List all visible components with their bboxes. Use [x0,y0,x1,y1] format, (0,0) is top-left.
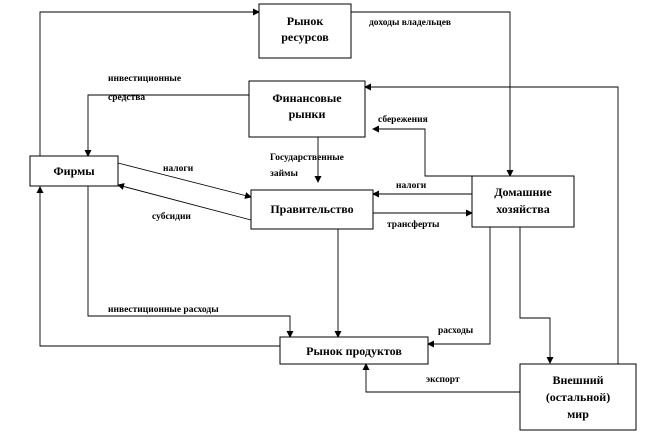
wire-resource-market-to-households [351,11,514,177]
label-expenditures: расходы [438,326,474,336]
node-product-market: Рынок продуктов [279,336,429,365]
label-subsidies: субсидии [152,211,191,222]
node-rest-of-world: Внешний (остальной) мир [519,363,637,431]
wire-households-to-financial [372,125,472,177]
node-rest-of-world-line-3: мир [567,407,589,421]
node-financial-markets-line-2: рынки [289,107,326,121]
node-households-line-2: хозяйства [496,202,549,216]
label-taxes-firms: налоги [163,164,194,174]
node-resource-market-line-1: Рынок [287,14,324,28]
wire-firms-investment-spending [87,186,294,338]
wire-world-export [362,363,520,393]
node-firms-line-1: Фирмы [53,164,95,178]
node-resource-market: Рынок ресурсов [258,3,352,59]
node-government: Правительство [250,189,374,230]
wire-government-subsidies [117,183,252,221]
label-savings: сбережения [378,114,428,125]
wire-product-market-to-firms [36,186,280,347]
label-investment-spending: инвестиционные расходы [108,305,219,315]
node-rest-of-world-line-1: Внешний [552,373,603,387]
label-investment-funds-line-2: средства [108,93,145,103]
node-financial-markets: Финансовые рынки [248,80,366,138]
label-taxes-households: налоги [396,181,427,191]
node-resource-market-line-2: ресурсов [281,30,329,44]
node-firms: Фирмы [29,155,119,187]
label-gov-bonds-line-2: займы [270,168,299,179]
wire-financial-to-firms [84,94,249,157]
wire-households-expenditures [427,227,491,348]
wire-world-to-financial [364,83,619,364]
node-rest-of-world-line-2: (остальной) [546,390,610,404]
label-investment-funds-line-1: инвестиционные [108,74,181,84]
label-gov-bonds-line-1: Государственные [270,153,344,163]
label-export: экспорт [426,375,460,385]
node-households-line-1: Домашние [494,185,552,199]
node-households: Домашние хозяйства [471,175,575,228]
node-financial-markets-line-1: Финансовые [272,91,342,105]
wire-households-to-world [519,227,554,364]
wire-firms-taxes [117,162,252,199]
label-transfers: трансферты [387,219,440,230]
label-owner-income: доходы владельцев [369,18,451,28]
wire-firms-to-resource-market [39,8,260,158]
node-product-market-line-1: Рынок продуктов [306,344,402,358]
node-government-line-1: Правительство [270,202,353,216]
